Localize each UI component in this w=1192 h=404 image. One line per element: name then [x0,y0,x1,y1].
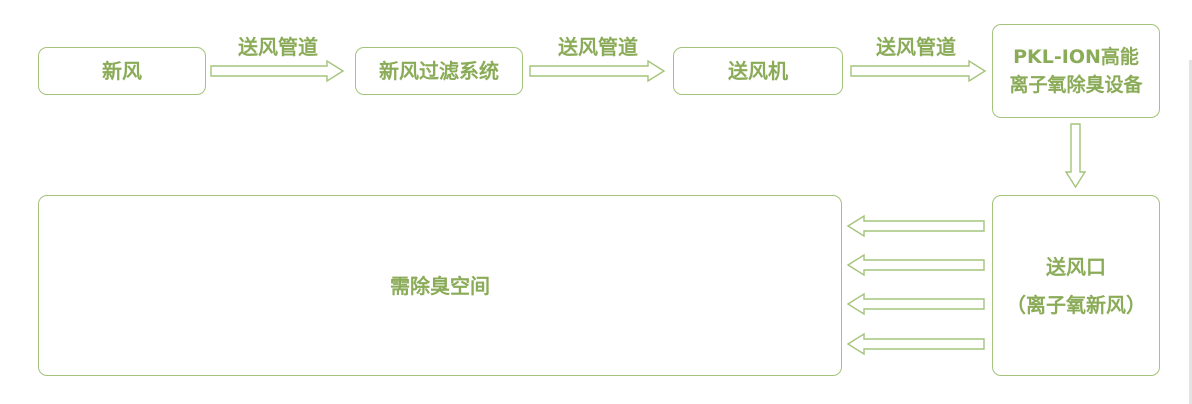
arrow-left-2 [846,253,985,277]
air-outlet-node: 送风口 （离子氧新风） [992,195,1160,376]
duct-label-2: 送风管道 [558,35,638,59]
fan-node: 送风机 [673,47,843,95]
arrow-left-3 [846,292,985,316]
filter-system-node: 新风过滤系统 [355,47,523,95]
arrow-right-2 [529,59,666,83]
page-edge-shadow [1189,60,1192,404]
device-label-line2: 离子氧除臭设备 [1009,74,1143,96]
deodorizing-device-node: PKL-ION高能 离子氧除臭设备 [992,24,1160,118]
arrow-right-1 [210,59,345,83]
arrow-left-4 [846,332,985,356]
air-outlet-label-line1: 送风口 [1046,254,1106,279]
fan-label: 送风机 [728,59,788,83]
fresh-air-label: 新风 [102,59,142,83]
filter-system-label: 新风过滤系统 [379,59,499,83]
device-label-line1: PKL-ION高能 [1013,45,1139,68]
duct-label-3: 送风管道 [876,35,956,59]
deodorize-space-node: 需除臭空间 [38,195,842,376]
arrow-down [1064,123,1087,189]
arrow-left-1 [846,214,985,238]
arrow-right-3 [850,59,987,83]
deodorize-space-label: 需除臭空间 [390,273,490,298]
air-outlet-label-line2: （离子氧新风） [1006,292,1146,317]
fresh-air-node: 新风 [38,47,206,95]
duct-label-1: 送风管道 [238,35,318,59]
